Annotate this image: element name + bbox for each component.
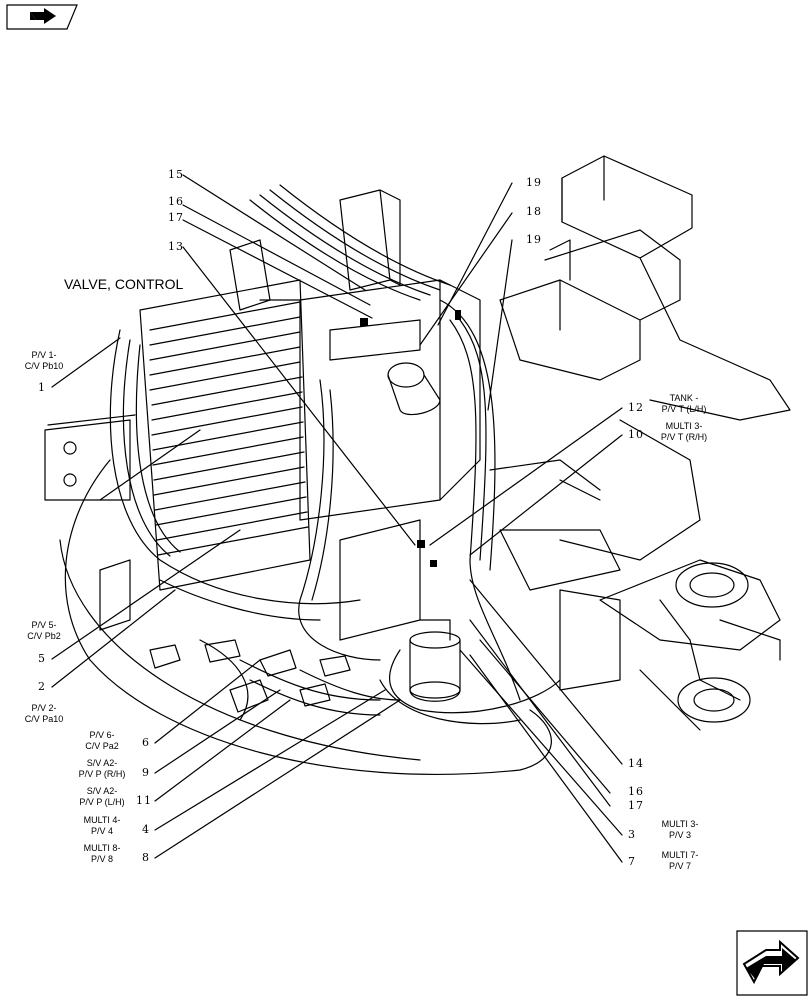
label-sva2-pvp-rh: S/V A2-P/V P (R/H) bbox=[78, 758, 126, 779]
callout-15: 15 bbox=[168, 168, 184, 181]
callout-16-top: 16 bbox=[168, 195, 184, 208]
callout-6: 6 bbox=[142, 736, 150, 749]
callout-7: 7 bbox=[628, 855, 636, 868]
label-pv6-cv-pa2: P/V 6-C/V Pa2 bbox=[85, 730, 119, 751]
label-tank-pvt-lh: TANK -P/V T (L/H) bbox=[661, 393, 707, 414]
return-arrow-icon bbox=[6, 4, 78, 30]
next-arrow-icon bbox=[736, 930, 808, 996]
callout-10: 10 bbox=[628, 428, 644, 441]
callout-18: 18 bbox=[526, 205, 542, 218]
callout-4: 4 bbox=[142, 823, 150, 836]
callout-11: 11 bbox=[136, 794, 152, 807]
label-multi7-pv7: MULTI 7-P/V 7 bbox=[661, 850, 699, 871]
label-pv2-cv-pa10: P/V 2-C/V Pa10 bbox=[24, 703, 64, 724]
callout-17-bottom: 17 bbox=[628, 799, 644, 812]
diagram-title: VALVE, CONTROL bbox=[64, 276, 184, 292]
callout-19-mid: 19 bbox=[526, 233, 542, 246]
label-pv5-cv-pb2: P/V 5-C/V Pb2 bbox=[27, 620, 61, 641]
callout-12: 12 bbox=[628, 401, 644, 414]
label-multi3-pvt-rh: MULTI 3-P/V T (R/H) bbox=[660, 421, 708, 442]
callout-9: 9 bbox=[142, 766, 150, 779]
callout-17-top: 17 bbox=[168, 211, 184, 224]
back-nav-button[interactable] bbox=[6, 4, 78, 30]
callout-3: 3 bbox=[628, 828, 636, 841]
callout-13: 13 bbox=[168, 240, 184, 253]
callout-19-top: 19 bbox=[526, 176, 542, 189]
callout-5: 5 bbox=[38, 652, 46, 665]
label-pv1-cv-pb10: P/V 1-C/V Pb10 bbox=[24, 350, 64, 371]
callout-8: 8 bbox=[142, 851, 150, 864]
callout-16-bottom: 16 bbox=[628, 785, 644, 798]
label-multi3-pv3: MULTI 3-P/V 3 bbox=[661, 819, 699, 840]
label-sva2-pvp-lh: S/V A2-P/V P (L/H) bbox=[79, 786, 125, 807]
label-multi8-pv8: MULTI 8-P/V 8 bbox=[83, 843, 121, 864]
callout-14: 14 bbox=[628, 757, 644, 770]
label-multi4-pv4: MULTI 4-P/V 4 bbox=[83, 815, 121, 836]
next-nav-button[interactable] bbox=[736, 930, 808, 996]
callout-2: 2 bbox=[38, 680, 46, 693]
callout-1: 1 bbox=[38, 381, 46, 394]
